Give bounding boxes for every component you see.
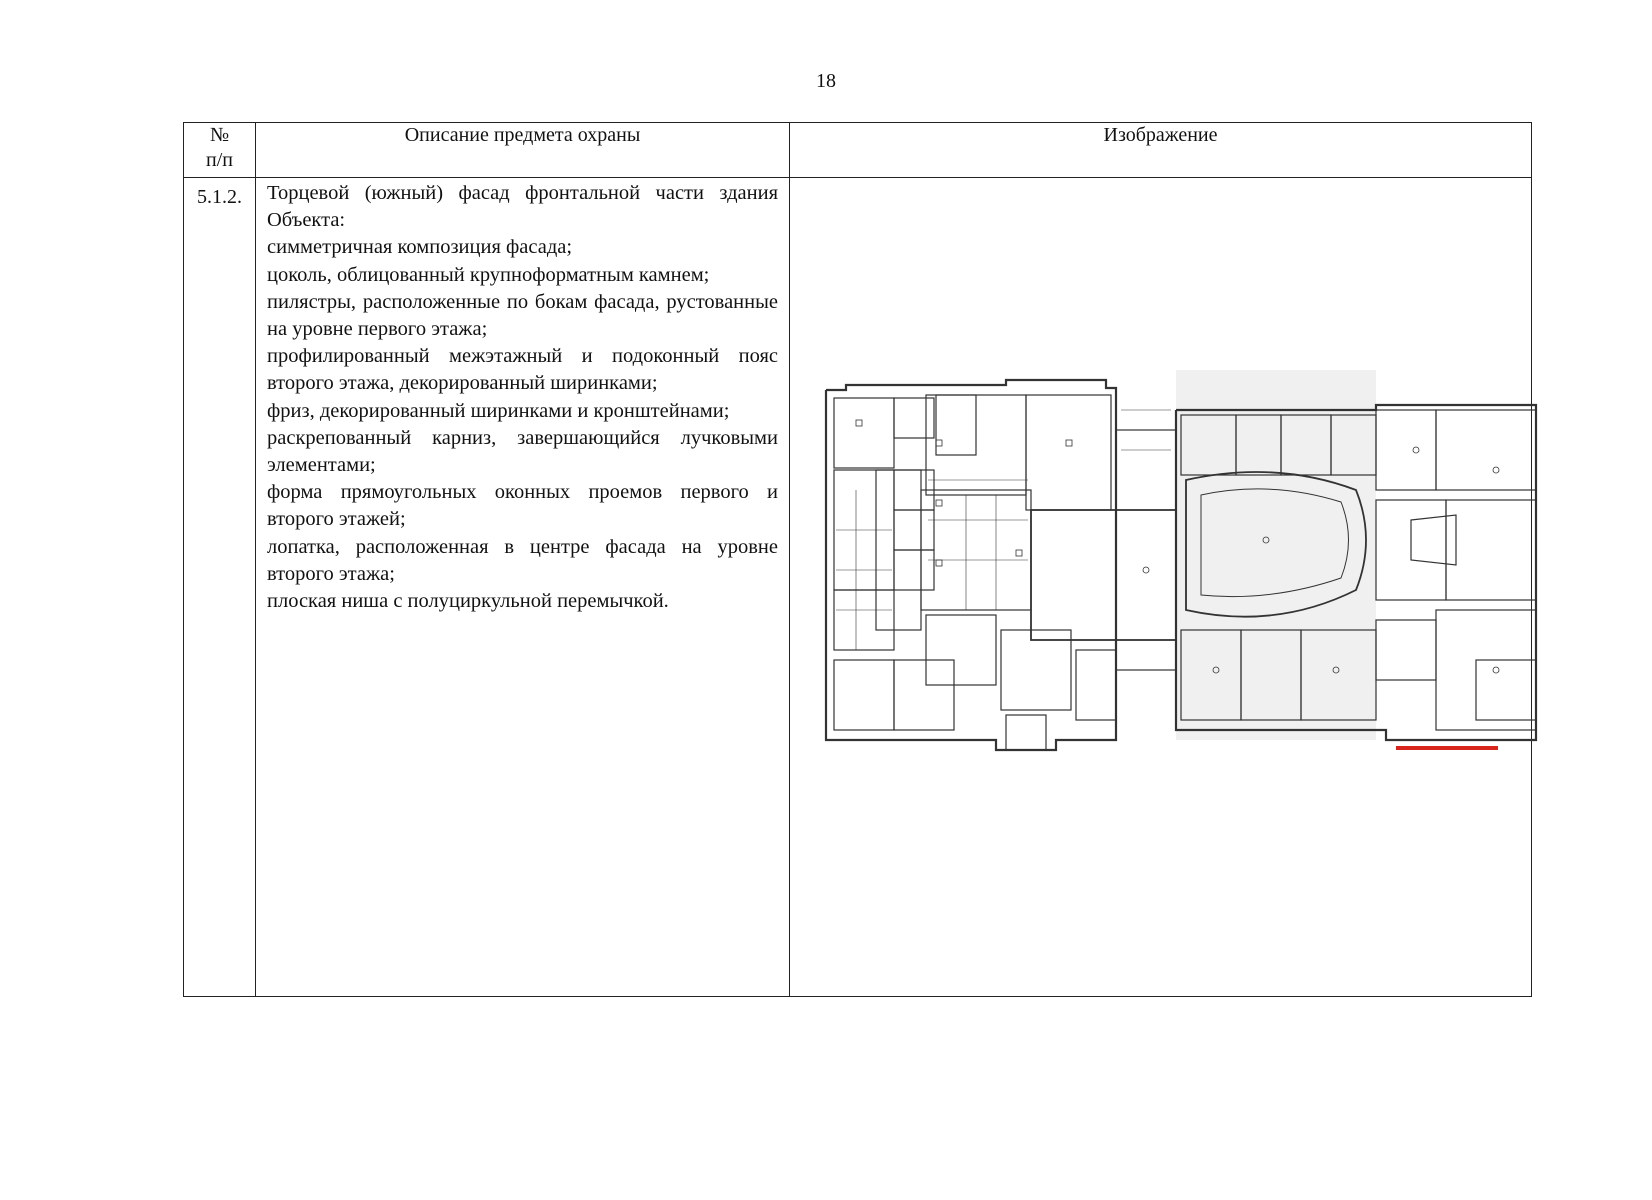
header-number-line1: № xyxy=(209,124,230,146)
header-description: Описание предмета охраны xyxy=(255,122,790,178)
floor-plan-svg xyxy=(824,370,1538,752)
table-row: 5.1.2. Торцевой (южный) фасад фронтально… xyxy=(183,177,1538,997)
table-header-row: № п/п Описание предмета охраны Изображен… xyxy=(183,122,1532,178)
description-line: форма прямоугольных оконных проемов перв… xyxy=(267,481,778,531)
description-line: плоская ниша с полуциркульной перемычкой… xyxy=(267,590,669,613)
description-line: раскрепованный карниз, завершающийся луч… xyxy=(267,426,778,477)
header-number-line2: п/п xyxy=(206,149,233,171)
protection-subject-table: № п/п Описание предмета охраны Изображен… xyxy=(183,122,1538,997)
header-number: № п/п xyxy=(183,122,256,178)
row-number: 5.1.2. xyxy=(183,177,256,997)
description-line: фриз, декорированный ширинками и кронште… xyxy=(267,399,730,422)
description-line: симметричная композиция фасада; xyxy=(267,236,573,259)
description-line: цоколь, облицованный крупноформатным кам… xyxy=(267,263,710,286)
description-line: Торцевой (южный) фасад фронтальной части… xyxy=(267,182,778,232)
description-line: лопатка, расположенная в центре фасада н… xyxy=(267,535,778,585)
row-description: Торцевой (южный) фасад фронтальной части… xyxy=(255,177,790,997)
page-number: 18 xyxy=(816,70,836,92)
description-line: профилированный межэтажный и подоконный … xyxy=(267,345,778,395)
floor-plan-drawing xyxy=(816,370,1538,782)
row-image xyxy=(789,177,1538,997)
header-image: Изображение xyxy=(789,122,1532,178)
description-line: пилястры, расположенные по бокам фасада,… xyxy=(267,290,778,341)
